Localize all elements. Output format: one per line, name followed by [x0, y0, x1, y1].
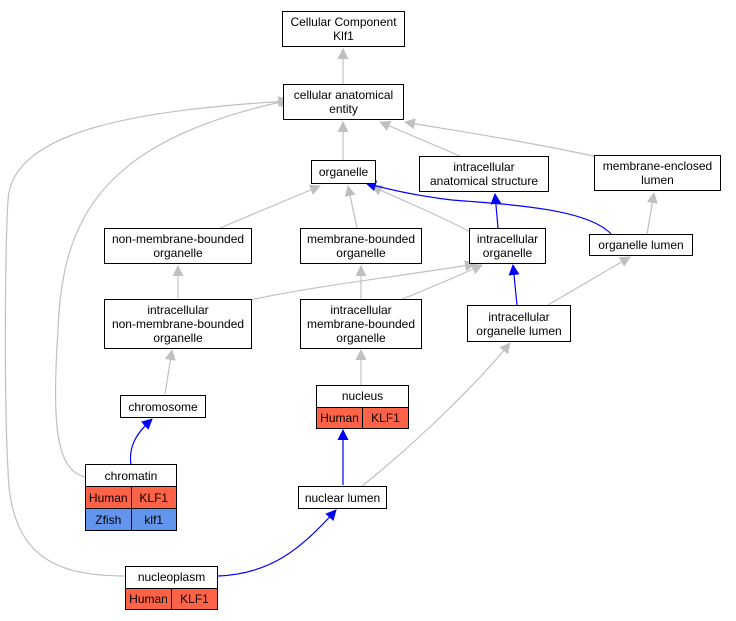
edge-olumen-to-mel	[646, 192, 658, 235]
node-intracellular-organelle[interactable]: intracellular organelle	[469, 228, 546, 264]
node-nucleus[interactable]: nucleus Human KLF1	[316, 385, 409, 429]
node-label: membrane-enclosed lumen	[602, 159, 713, 187]
edge-nucleoplasm-to-cae	[4, 96, 289, 577]
edge-mel-to-cae	[404, 118, 599, 158]
node-label: intracellular organelle lumen	[476, 309, 562, 338]
node-label: organelle lumen	[598, 238, 684, 252]
node-nuclear-lumen[interactable]: nuclear lumen	[298, 486, 387, 509]
node-label: intracellular organelle	[476, 232, 539, 260]
annotation-row: Human KLF1	[86, 486, 176, 508]
edge-ias-to-cae	[379, 120, 461, 157]
node-intracellular-organelle-lumen[interactable]: intracellular organelle lumen	[467, 305, 571, 342]
node-chromatin[interactable]: chromatin Human KLF1 Zfish klf1	[85, 464, 177, 531]
species-cell: Human	[129, 591, 168, 606]
node-intracellular-membrane-bounded-organelle[interactable]: intracellular membrane-bounded organelle	[300, 299, 422, 349]
node-membrane-enclosed-lumen[interactable]: membrane-enclosed lumen	[594, 155, 721, 191]
edge-chromatin-to-chromosome	[129, 418, 153, 466]
species-cell: Human	[88, 490, 128, 505]
node-label: intracellular membrane-bounded organelle	[306, 303, 416, 345]
node-organelle-lumen[interactable]: organelle lumen	[589, 234, 693, 256]
annotation-row: Human KLF1	[126, 587, 217, 609]
node-title: nucleoplasm	[126, 567, 217, 588]
gene-cell: KLF1	[171, 588, 217, 609]
gene-cell: klf1	[130, 509, 177, 530]
edge-mbo-to-organelle	[344, 185, 358, 229]
edge-io-to-organelle	[371, 185, 471, 233]
node-label: nuclear lumen	[304, 490, 381, 505]
species-cell: Human	[320, 410, 359, 425]
node-nucleoplasm[interactable]: nucleoplasm Human KLF1	[125, 566, 218, 610]
edge-chromatin-to-cae	[54, 96, 291, 478]
node-intracellular-non-membrane-bounded-organelle[interactable]: intracellular non-membrane-bounded organ…	[104, 299, 252, 349]
node-label: Cellular Component Klf1	[290, 15, 397, 43]
node-label: non-membrane-bounded organelle	[111, 232, 245, 260]
node-label: intracellular non-membrane-bounded organ…	[111, 303, 245, 345]
edge-iol-to-io	[508, 264, 520, 306]
node-intracellular-anatomical-structure[interactable]: intracellular anatomical structure	[419, 156, 549, 192]
gene-cell: KLF1	[362, 407, 408, 428]
node-membrane-bounded-organelle[interactable]: membrane-bounded organelle	[300, 228, 422, 264]
node-title: chromatin	[86, 465, 176, 486]
node-label: membrane-bounded organelle	[306, 232, 416, 260]
node-cellular-component-klf1[interactable]: Cellular Component Klf1	[282, 11, 405, 47]
node-organelle[interactable]: organelle	[311, 160, 376, 184]
edge-nmbo-to-organelle	[219, 184, 321, 229]
node-cellular-anatomical-entity[interactable]: cellular anatomical entity	[283, 84, 404, 120]
species-cell: Zfish	[95, 512, 122, 527]
edge-inmbo-to-io	[249, 260, 476, 301]
annotation-row: Human KLF1	[317, 406, 408, 428]
edge-imbo-to-io	[399, 264, 483, 301]
node-title: nucleus	[317, 386, 408, 407]
node-label: intracellular anatomical structure	[429, 160, 539, 188]
annotation-row: Zfish klf1	[86, 508, 176, 530]
edge-iol-to-olumen	[547, 256, 631, 306]
edge-olumen-to-organelle	[365, 180, 613, 236]
node-label: organelle	[318, 165, 369, 179]
node-label: cellular anatomical entity	[293, 88, 394, 116]
node-label: chromosome	[128, 399, 198, 414]
edge-chromosome-to-inmbo	[164, 349, 176, 395]
node-non-membrane-bounded-organelle[interactable]: non-membrane-bounded organelle	[104, 228, 252, 264]
edge-nlumen-to-iol	[361, 342, 511, 487]
gene-cell: KLF1	[130, 487, 177, 508]
node-chromosome[interactable]: chromosome	[120, 395, 206, 418]
edge-io-to-ias	[490, 193, 502, 229]
edge-nucleoplasm-to-nlumen	[217, 509, 337, 577]
